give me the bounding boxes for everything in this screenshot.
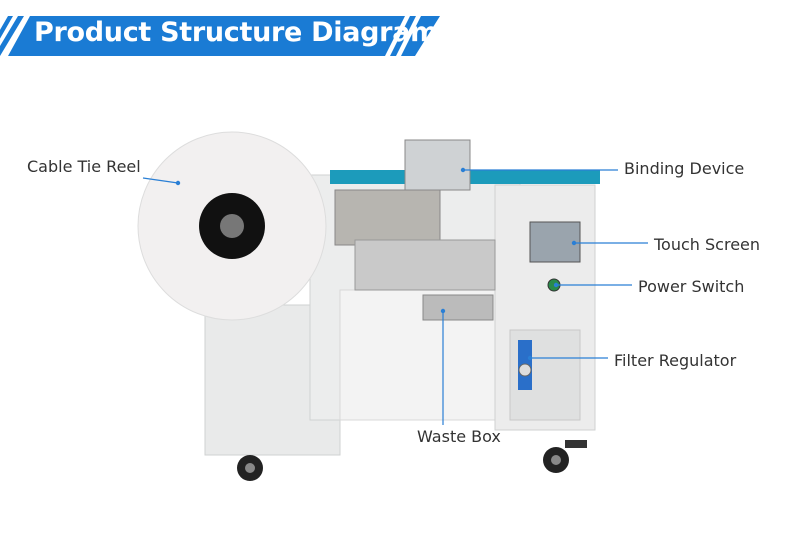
- binding-device-part: [404, 139, 471, 191]
- label-touch-screen: Touch Screen: [654, 235, 761, 254]
- waste-box-part: [422, 294, 494, 321]
- label-binding-device: Binding Device: [624, 159, 745, 178]
- machine: [137, 131, 600, 481]
- leader-lines: [142, 167, 648, 425]
- label-filter-regulator: Filter Regulator: [614, 351, 737, 370]
- label-cable-tie-reel: Cable Tie Reel: [27, 157, 141, 176]
- title-banner: [0, 16, 440, 56]
- touch-screen-part: [529, 221, 581, 263]
- label-waste-box: Waste Box: [417, 427, 501, 446]
- label-power-switch: Power Switch: [638, 277, 745, 296]
- diagram-title: Product Structure Diagram: [34, 17, 438, 48]
